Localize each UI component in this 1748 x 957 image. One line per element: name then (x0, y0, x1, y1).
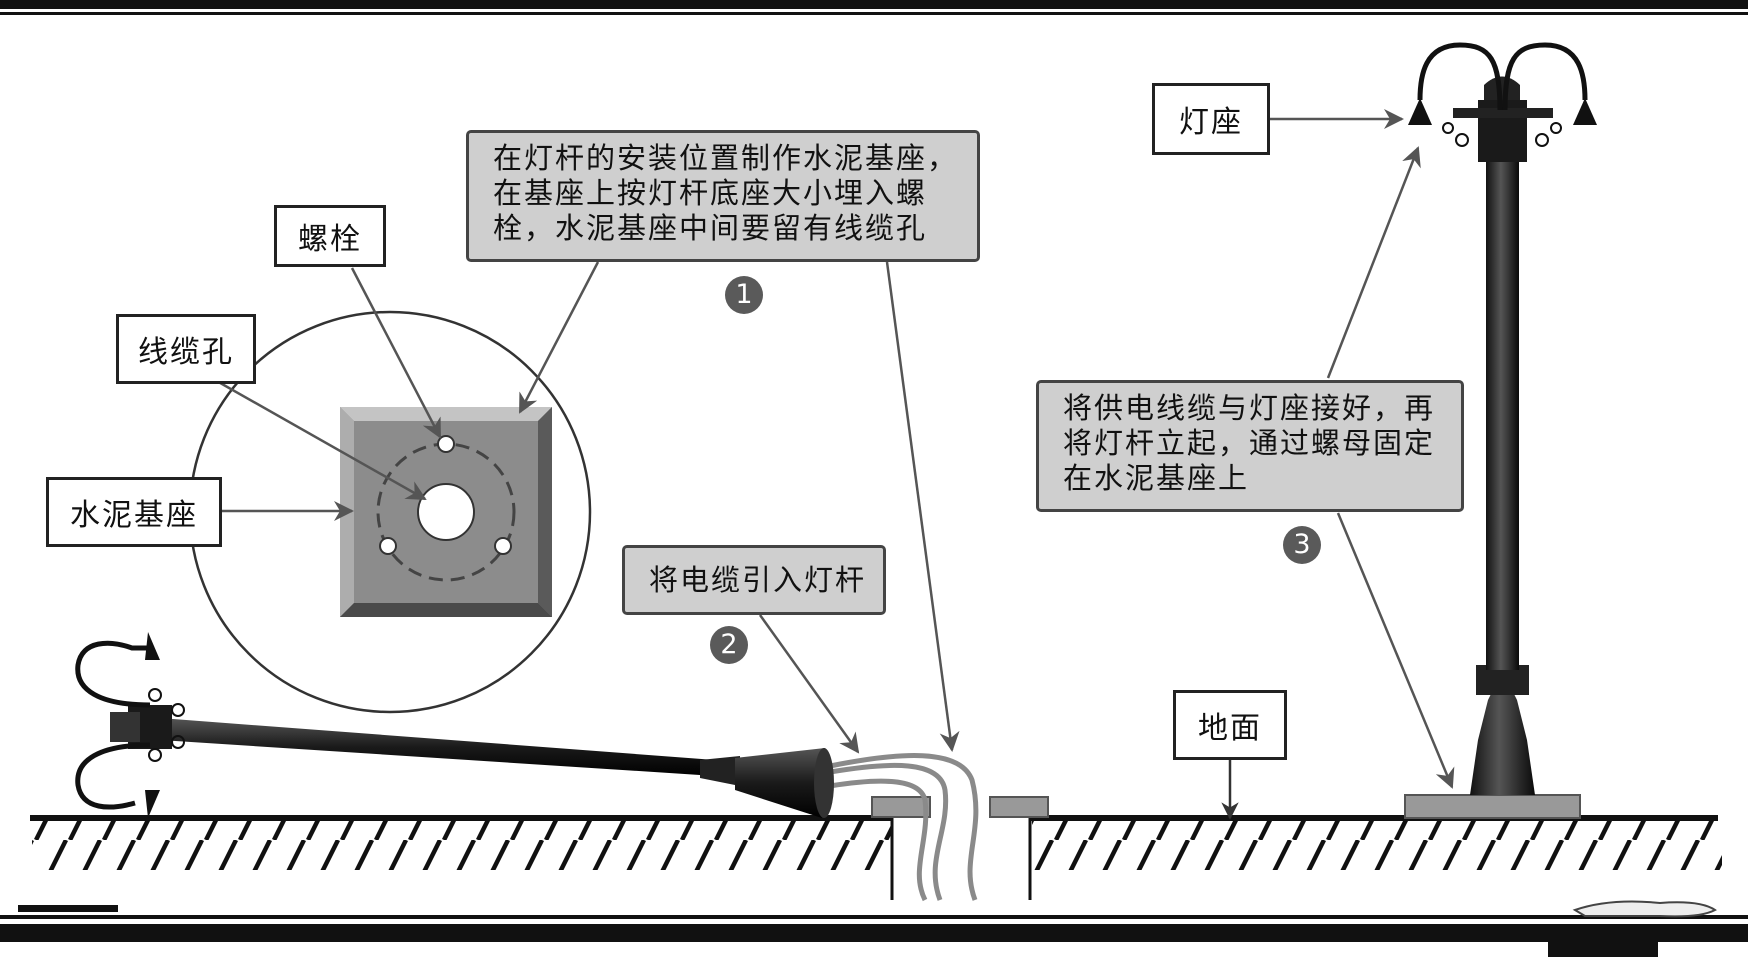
power-cables (829, 753, 979, 902)
step-2-note: 将电缆引入灯杆 (622, 545, 886, 615)
label-lamp-holder: 灯座 (1152, 83, 1270, 155)
step-2-badge: 2 (710, 626, 748, 664)
label-concrete-base: 水泥基座 (46, 477, 222, 547)
step-1-line: 在灯杆的安装位置制作水泥基座， (493, 141, 959, 175)
leader-arrows (214, 109, 1455, 820)
step-3-line: 将灯杆立起，通过螺母固定 (1063, 426, 1436, 460)
step-3-line: 将供电线缆与灯座接好，再 (1063, 391, 1436, 425)
step-1-note: 在灯杆的安装位置制作水泥基座， 在基座上按灯杆底座大小埋入螺 栓，水泥基座中间要… (466, 130, 980, 262)
step-2-line: 将电缆引入灯杆 (649, 563, 867, 597)
step-1-line: 栓，水泥基座中间要留有线缆孔 (493, 211, 928, 245)
lying-lamp-pole (75, 632, 834, 818)
ground-surface (30, 796, 1722, 900)
label-cable-hole: 线缆孔 (116, 314, 256, 384)
step-3-badge: 3 (1283, 526, 1321, 564)
step-3-note: 将供电线缆与灯座接好，再 将灯杆立起，通过螺母固定 在水泥基座上 (1036, 380, 1464, 512)
standing-lamp-pole (1404, 42, 1597, 819)
step-1-badge: 1 (725, 276, 763, 314)
step-1-line: 在基座上按灯杆底座大小埋入螺 (493, 176, 928, 210)
label-ground: 地面 (1173, 690, 1287, 760)
step-3-line: 在水泥基座上 (1063, 461, 1250, 495)
concrete-base-detail (188, 310, 592, 714)
label-bolt: 螺栓 (274, 205, 386, 267)
